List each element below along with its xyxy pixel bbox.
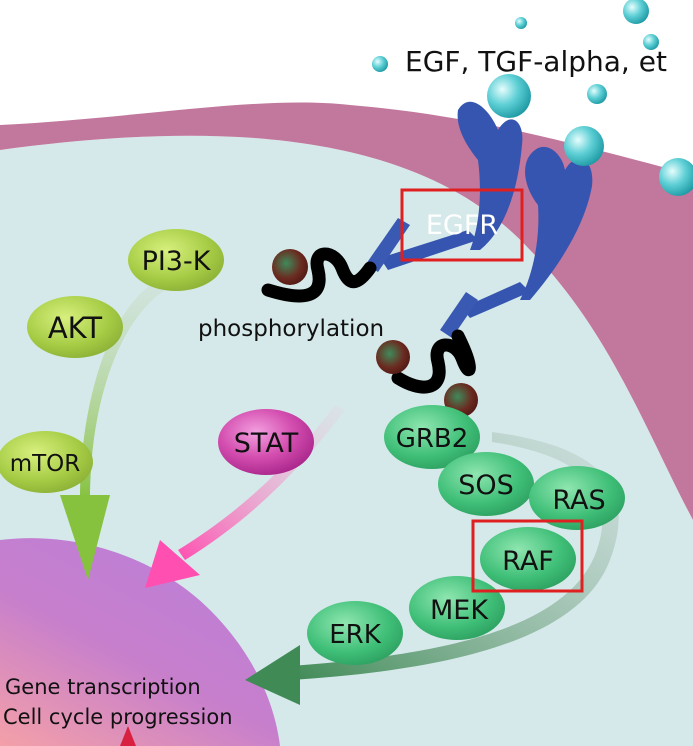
erk-node bbox=[307, 601, 403, 665]
raf-node bbox=[480, 527, 576, 591]
ligand-spheres bbox=[372, 0, 693, 196]
egfr-label: EGFR bbox=[426, 210, 498, 241]
pi3k-node bbox=[128, 229, 224, 291]
egfr-tail-right bbox=[440, 292, 478, 338]
nucleus bbox=[0, 538, 280, 746]
pi3k-label: PI3-K bbox=[142, 246, 212, 277]
phosphorylation-label: phosphorylation bbox=[198, 316, 384, 342]
ras-node bbox=[529, 466, 625, 530]
egfr-highlight-box bbox=[400, 188, 524, 262]
cell-membrane bbox=[0, 102, 693, 520]
raf-label: RAF bbox=[502, 546, 554, 577]
outcome-gene-transcription: Gene transcription bbox=[5, 675, 201, 699]
sos-label: SOS bbox=[458, 470, 514, 501]
akt-label: AKT bbox=[48, 311, 103, 345]
egfr-receptor-right bbox=[462, 126, 604, 318]
erk-label: ERK bbox=[329, 620, 381, 650]
egfr-tail-left bbox=[366, 218, 410, 272]
mtor-node bbox=[0, 431, 93, 493]
raf-highlight-box bbox=[471, 519, 584, 593]
stat-pathway-arrow bbox=[145, 405, 345, 588]
phospho-squiggle-2 bbox=[391, 329, 476, 394]
sos-node bbox=[438, 452, 534, 516]
stat-node bbox=[218, 409, 314, 475]
akt-node bbox=[27, 296, 123, 358]
phosphate-group-1 bbox=[272, 249, 308, 285]
phospho-squiggle-1 bbox=[261, 247, 377, 303]
nucleus-marker bbox=[120, 726, 136, 746]
ras-pathway-arrow bbox=[245, 432, 619, 705]
mek-label: MEK bbox=[430, 595, 489, 626]
phosphate-group-2 bbox=[376, 340, 410, 374]
mtor-label: mTOR bbox=[10, 451, 81, 477]
ras-label: RAS bbox=[552, 485, 605, 516]
grb2-node bbox=[384, 405, 480, 469]
grb2-label: GRB2 bbox=[396, 424, 469, 454]
outcome-cell-cycle: Cell cycle progression bbox=[3, 705, 233, 729]
ligand-label: EGF, TGF-alpha, et bbox=[405, 45, 667, 78]
stat-label: STAT bbox=[234, 428, 299, 459]
